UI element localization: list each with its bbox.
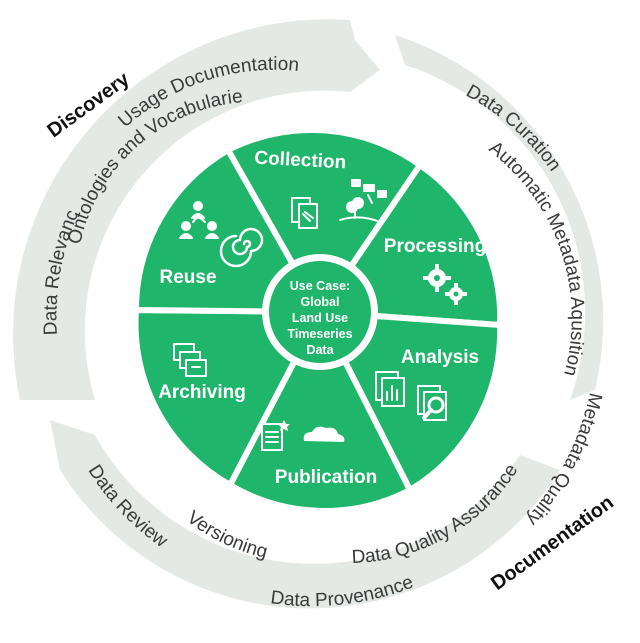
tree-icon [339,197,381,223]
segment-label-processing: Processing [384,236,486,257]
segment-label-analysis: Analysis [401,347,479,368]
documentation-arrow-band [395,35,604,400]
cloud-icon [303,426,345,442]
center-circle [269,261,371,363]
people-network-icon [179,201,219,239]
segment-label-collection: Collection [254,148,347,174]
center-line-3: Land Use [292,311,348,325]
segment-label-reuse: Reuse [159,267,216,288]
center-line-1: Use Case: [290,279,350,293]
bar-chart-document-icon [375,371,405,407]
segment-label-archiving: Archiving [158,382,246,403]
center-line-2: Global [301,295,340,309]
spiral-icon [219,227,264,268]
magnifier-icon [417,385,447,421]
published-document-icon [261,420,290,451]
segment-label-publication: Publication [275,467,377,488]
segment-reuse [132,145,326,316]
segment-collection [223,127,425,318]
segment-publication [226,305,415,514]
documents-icon [291,197,318,229]
segment-analysis [314,308,504,495]
discovery-arrow-band [13,19,381,401]
center-line-4: Timeseries [287,327,352,341]
gears-icon [423,264,467,305]
center-line-5: Data [306,343,334,357]
review-arrow-band [50,420,560,609]
satellite-icon [351,179,387,204]
archive-boxes-icon [173,343,207,377]
